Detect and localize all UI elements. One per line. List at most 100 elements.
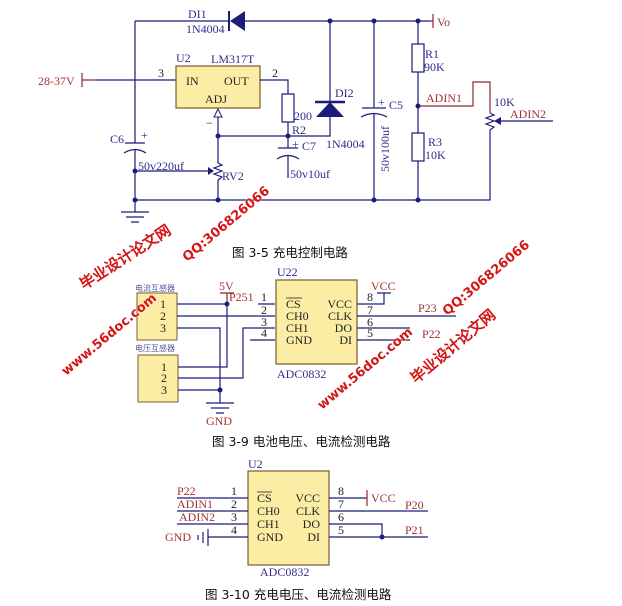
fig3-ch1: CH1 <box>257 517 280 531</box>
resistor-r1 <box>411 43 425 73</box>
r3-value: 10K <box>425 148 446 162</box>
fig2-wires <box>177 303 275 403</box>
fig3-p22-label: P22 <box>177 484 196 498</box>
u2-out-label: OUT <box>224 74 249 88</box>
adin2-label: ADIN2 <box>510 107 546 121</box>
c7-ref: C7 <box>302 139 316 153</box>
u22-pin8: 8 <box>367 290 373 304</box>
voltage-sensor-label: 电压互感器 <box>135 343 175 353</box>
fig3-ch0: CH0 <box>257 504 280 518</box>
u22-pin2: 2 <box>261 303 267 317</box>
u22-do: DO <box>335 321 353 335</box>
diode-di2 <box>315 100 345 117</box>
fig3-cs: CS <box>257 491 272 505</box>
c5-plus: + <box>378 95 385 109</box>
u22-pin5: 5 <box>367 326 373 340</box>
rv2-wiper-arrow-icon <box>208 167 214 175</box>
out-wire <box>260 79 289 94</box>
fig3-pin3: 3 <box>231 510 237 524</box>
watermark-site-left: 毕业设计论文网 <box>76 221 174 293</box>
fig3-ground-icon <box>197 529 209 546</box>
fig3-do: DO <box>303 517 321 531</box>
u2-pin-in: 3 <box>158 66 164 80</box>
capacitor-c7 <box>276 147 300 178</box>
fig3-pin4: 4 <box>231 523 237 537</box>
r1-value: 90K <box>424 60 445 74</box>
fig3-vcc-label: VCC <box>371 491 396 505</box>
fig2-p22-label: P22 <box>422 327 441 341</box>
di1-part: 1N4004 <box>186 22 225 36</box>
u22-pin4: 4 <box>261 326 267 340</box>
r2-ref: R2 <box>292 123 306 137</box>
cs-pin-2: 2 <box>160 309 166 323</box>
r1-ref: R1 <box>425 47 439 61</box>
u22-cs: CS <box>286 297 301 311</box>
adin1-wire <box>418 81 491 113</box>
fig1-caption: 图 3-5 充电控制电路 <box>232 245 348 260</box>
c5-ref: C5 <box>389 98 403 112</box>
fig3-gnd-label: GND <box>165 530 191 544</box>
fig3-u2-ref: U2 <box>248 457 263 471</box>
pot-value: 10K <box>494 95 515 109</box>
junction-dots <box>132 18 421 203</box>
vs-pin-3: 3 <box>161 383 167 397</box>
u2-pin-out: 2 <box>272 66 278 80</box>
fig3-clk: CLK <box>296 504 320 518</box>
c6-ref: C6 <box>110 132 124 146</box>
di2-part: 1N4004 <box>326 137 365 151</box>
di1-ref: DI1 <box>188 7 207 21</box>
watermark-site-right: 毕业设计论文网 <box>407 306 499 387</box>
c7-value: 50v10uf <box>290 167 330 181</box>
u22-gnd: GND <box>286 333 312 347</box>
fig3-right-wires <box>329 497 428 538</box>
u22-vcc: VCC <box>327 297 352 311</box>
u2-ref: U2 <box>176 51 191 65</box>
u22-part: ADC0832 <box>277 367 326 381</box>
p251-label: P251 <box>229 290 254 304</box>
ground-rail-wire <box>135 130 491 201</box>
u22-pin3: 3 <box>261 315 267 329</box>
fig3-pin2: 2 <box>231 497 237 511</box>
resistor-r3 <box>411 132 425 162</box>
di2-ref: DI2 <box>335 86 354 100</box>
u22-pin6: 6 <box>367 315 373 329</box>
fig3-left-wires <box>177 497 248 538</box>
pot-wiper-arrow-icon <box>494 117 501 125</box>
u22-clk: CLK <box>328 309 352 323</box>
fig3-caption: 图 3-10 充电电压、电流检测电路 <box>205 587 392 602</box>
c6-value: 50v220uf <box>138 159 184 173</box>
rv2-ref: RV2 <box>222 169 244 183</box>
u2-adj-label: ADJ <box>205 92 227 106</box>
u22-right-wires <box>357 292 456 341</box>
diode-di1 <box>228 11 245 31</box>
fig2-caption: 图 3-9 电池电压、电流检测电路 <box>212 434 391 449</box>
fig3-gnd: GND <box>257 530 283 544</box>
cs-pin-1: 1 <box>160 297 166 311</box>
fig2-ground-icon <box>206 402 234 414</box>
fig3-adin2-label: ADIN2 <box>179 510 215 524</box>
input-label: 28-37V <box>38 74 75 88</box>
potentiometer-10k <box>484 112 496 131</box>
fig3-vcc: VCC <box>295 491 320 505</box>
u2-in-label: IN <box>186 74 199 88</box>
r2-value: 200 <box>294 109 312 123</box>
vo-port <box>430 14 434 28</box>
voltage-sensor-connector <box>137 354 179 403</box>
u2-part: LM317T <box>211 52 255 66</box>
fig3-pin7: 7 <box>338 497 344 511</box>
p20-label: P20 <box>405 498 424 512</box>
ground-icon <box>121 200 149 223</box>
p23-label: P23 <box>418 301 437 315</box>
u22-ch0: CH0 <box>286 309 309 323</box>
u2-adj-mark: − <box>206 116 213 130</box>
u22-ch1: CH1 <box>286 321 309 335</box>
u22-di: DI <box>339 333 352 347</box>
u22-pin1: 1 <box>261 290 267 304</box>
current-sensor-label: 电流互感器 <box>135 283 175 293</box>
fig3-pin1: 1 <box>231 484 237 498</box>
fig3-di: DI <box>307 530 320 544</box>
input-port <box>81 73 96 87</box>
r3-ref: R3 <box>428 135 442 149</box>
